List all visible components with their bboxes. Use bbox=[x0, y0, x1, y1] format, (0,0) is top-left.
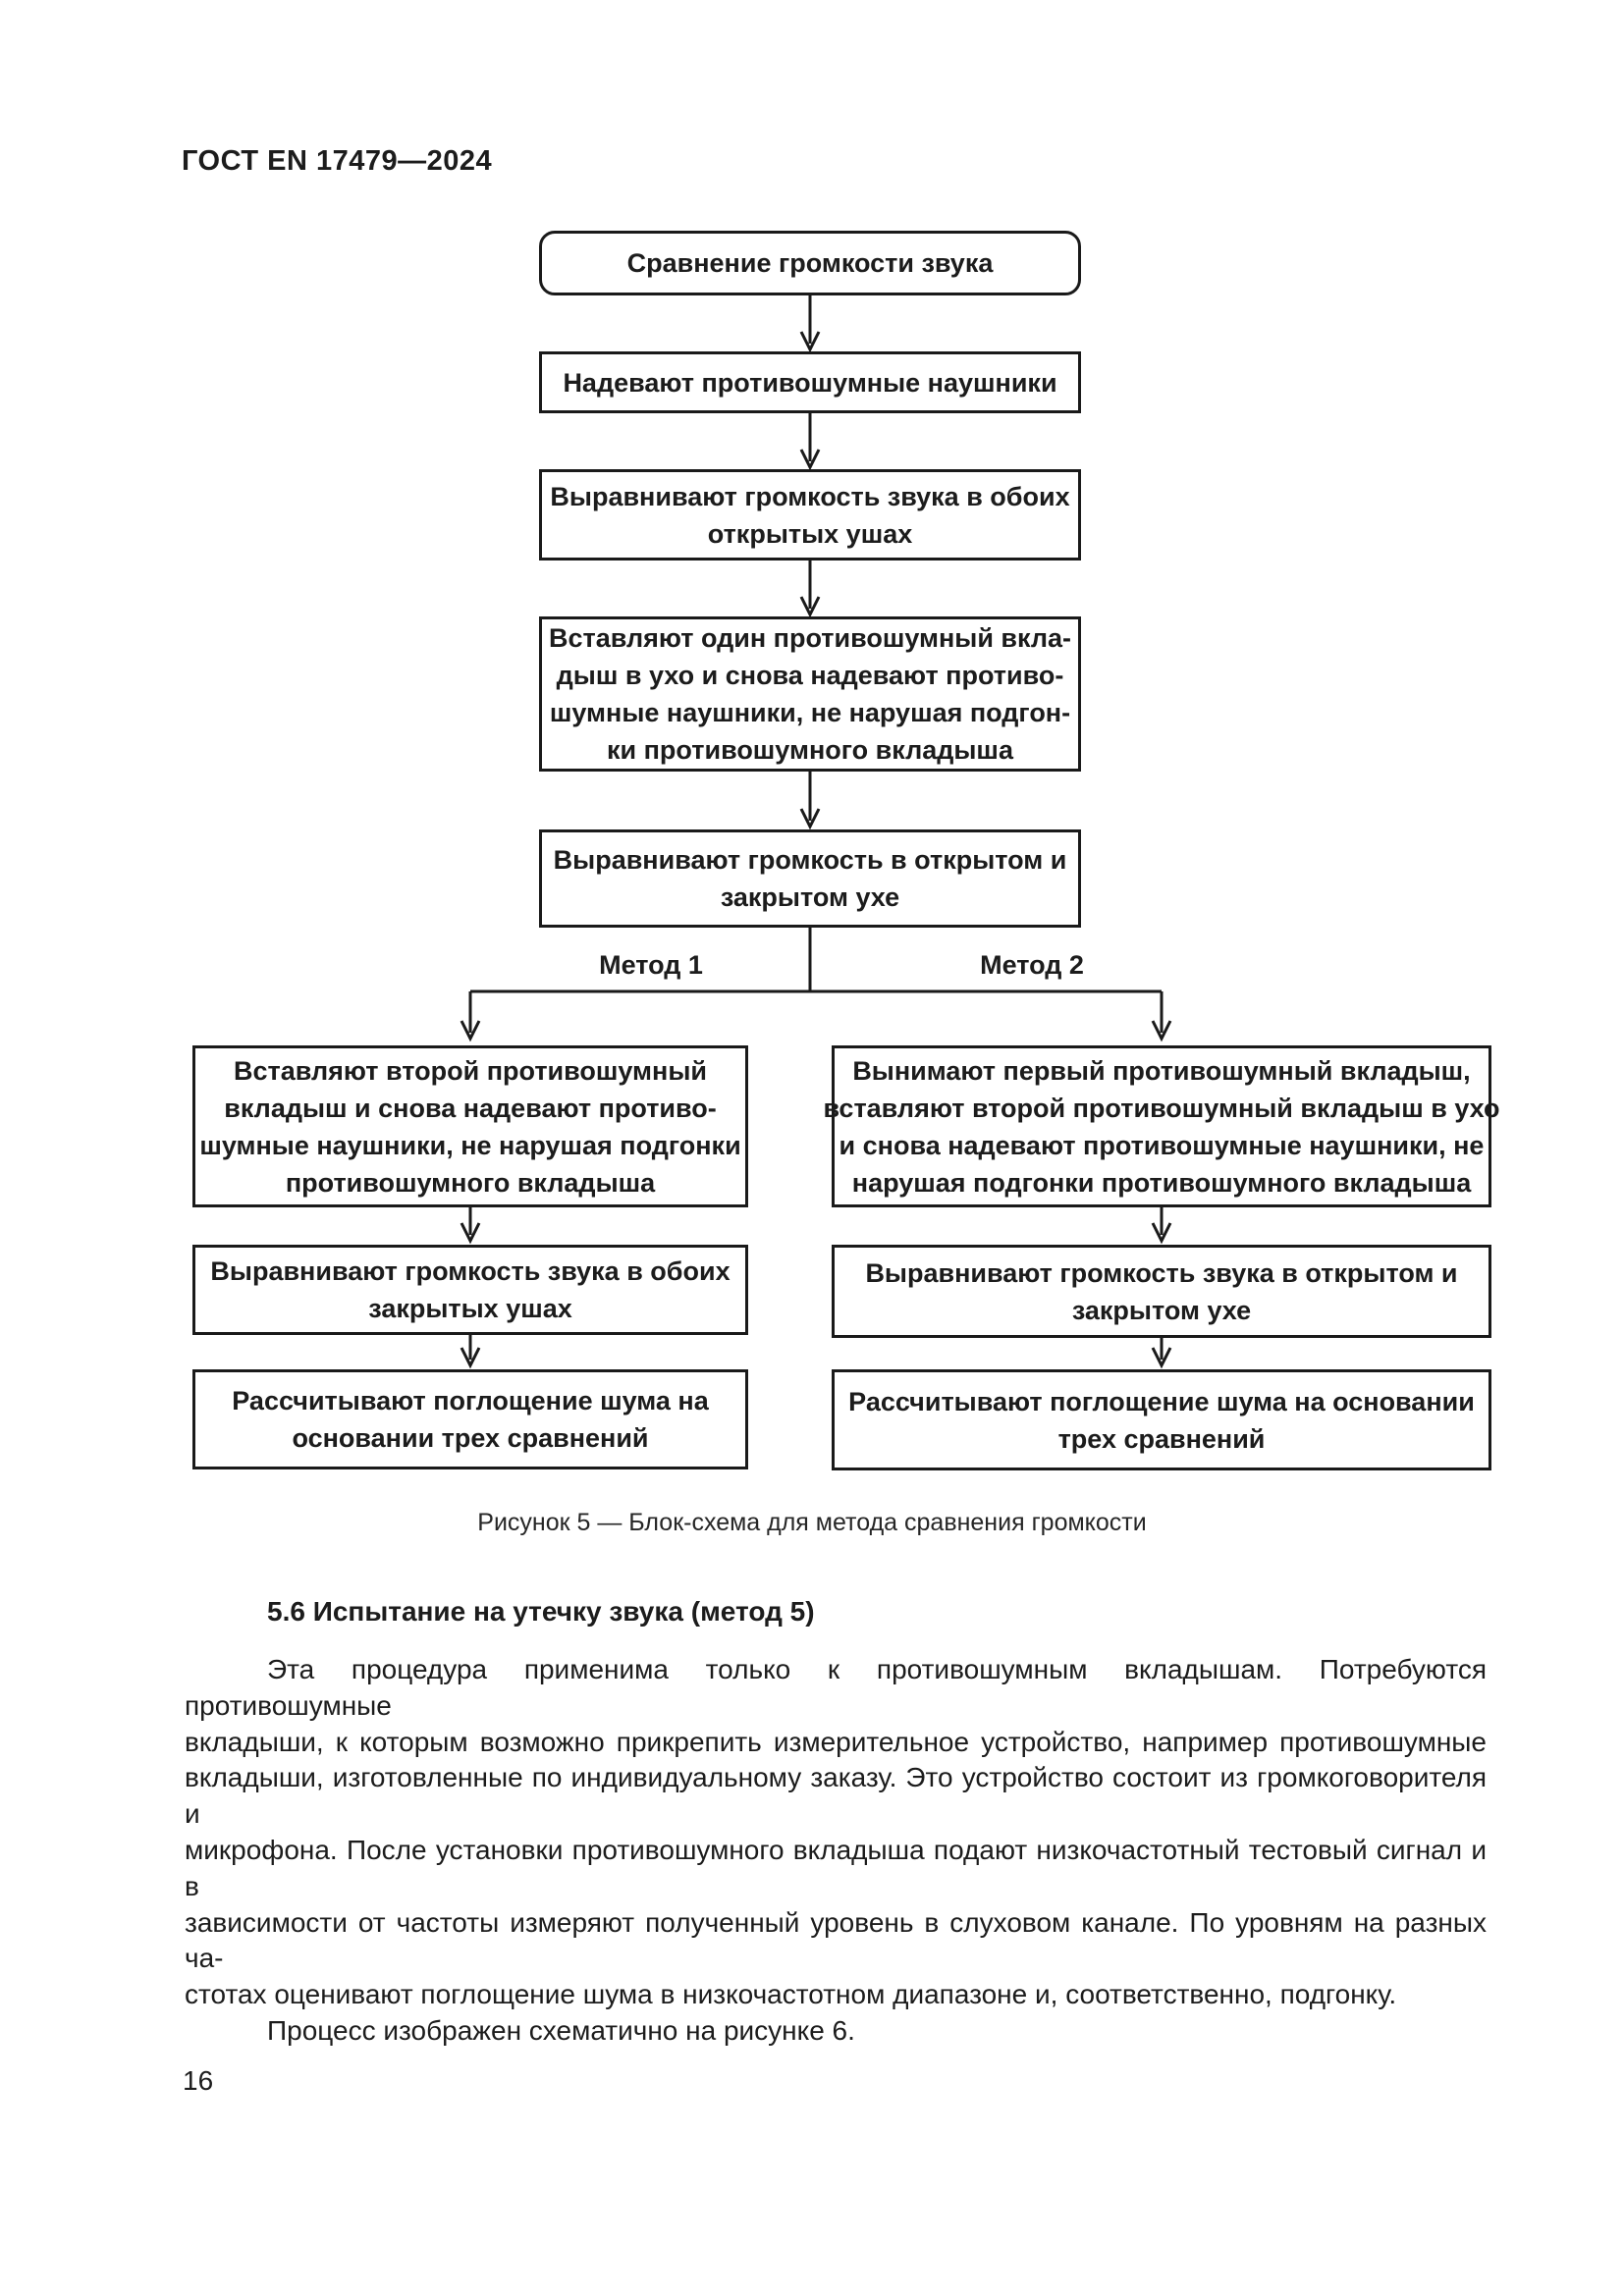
flowchart-box-m1-insert-second-earplug: Вставляют второй противошумный вкладыш и… bbox=[192, 1045, 748, 1207]
box-text-line: открытых ушах bbox=[707, 518, 913, 549]
box-text-line: и снова надевают противошумные наушники,… bbox=[839, 1130, 1485, 1160]
arrowhead-icon bbox=[460, 1347, 481, 1369]
box-text-line: Выравнивают громкость звука в открытом и bbox=[865, 1257, 1458, 1288]
paragraph-line: Эта процедура применима только к противо… bbox=[185, 1654, 1487, 1721]
box-text-line: вкладыш и снова надевают противо- bbox=[224, 1093, 717, 1123]
arrowhead-icon bbox=[460, 1222, 481, 1245]
paragraph-line: стотах оценивают поглощение шума в низко… bbox=[185, 1979, 1397, 2010]
box-text-line: ки противошумного вкладыша bbox=[607, 735, 1013, 765]
flowchart-box-m1-equalize-closed-ears: Выравнивают громкость звука в обоих закр… bbox=[192, 1245, 748, 1335]
box-text-line: Рассчитывают поглощение шума на основани… bbox=[848, 1386, 1475, 1416]
box-text-line: Выравнивают громкость звука в обоих bbox=[210, 1256, 731, 1286]
arrowhead-icon bbox=[799, 449, 821, 471]
box-text-line: Выравнивают громкость в открытом и bbox=[553, 845, 1067, 875]
arrowhead-icon bbox=[1151, 1020, 1172, 1042]
flowchart-box-m2-swap-earplug: Вынимают первый противошумный вкладыш, в… bbox=[824, 1045, 1500, 1207]
box-text-line: основании трех сравнений bbox=[292, 1423, 649, 1453]
flowchart-box-m2-calculate-attenuation: Рассчитывают поглощение шума на основани… bbox=[832, 1369, 1491, 1470]
page-number: 16 bbox=[183, 2065, 214, 2096]
box-text-line: закрытом ухе bbox=[1071, 1295, 1252, 1325]
box-text-line: шумные наушники, не нарушая подгон- bbox=[549, 698, 1071, 727]
flowchart-box-compare-loudness: Сравнение громкости звука bbox=[539, 231, 1081, 295]
box-text-line: трех сравнений bbox=[1057, 1423, 1266, 1454]
arrowhead-icon bbox=[799, 331, 821, 353]
box-text-line: противошумного вкладыша bbox=[285, 1167, 656, 1198]
box-text-line: закрытом ухе bbox=[720, 882, 900, 912]
paragraph-line: Процесс изображен схематично на рисунке … bbox=[267, 2014, 855, 2046]
method1-label: Метод 1 bbox=[599, 950, 703, 980]
flowchart-box-equalize-open-closed: Выравнивают громкость в открытом и закры… bbox=[539, 829, 1081, 928]
box-text-line: Выравнивают громкость звука в обоих bbox=[550, 481, 1070, 511]
arrowhead-icon bbox=[799, 596, 821, 618]
arrowhead-icon bbox=[1151, 1222, 1172, 1245]
box-text-line: закрытых ушах bbox=[368, 1294, 572, 1323]
box-text-line: дыш в ухо и снова надевают противо- bbox=[556, 661, 1064, 690]
box-text-line: вставляют второй противошумный вкладыш в… bbox=[823, 1093, 1500, 1123]
body-paragraphs: Эта процедура применима только к противо… bbox=[185, 1652, 1487, 2050]
box-text-line: Сравнение громкости звука bbox=[626, 248, 994, 278]
box-text-line: шумные наушники, не нарушая подгонки bbox=[199, 1130, 741, 1160]
document-header-title: ГОСТ EN 17479—2024 bbox=[182, 145, 493, 177]
paragraph-line: вкладыши, изготовленные по индивидуально… bbox=[185, 1762, 1487, 1830]
flowchart-box-put-on-earmuffs: Надевают противошумные наушники bbox=[539, 351, 1081, 413]
arrowhead-icon bbox=[460, 1020, 481, 1042]
figure-caption: Рисунок 5 — Блок-схема для метода сравне… bbox=[477, 1509, 1147, 1536]
box-text-line: Надевают противошумные наушники bbox=[563, 367, 1057, 398]
section-heading: 5.6 Испытание на утечку звука (метод 5) bbox=[267, 1596, 815, 1627]
paragraph-line: вкладыши, к которым возможно прикрепить … bbox=[185, 1726, 1487, 1757]
paragraph-line: зависимости от частоты измеряют полученн… bbox=[185, 1906, 1487, 1974]
box-text-line: Вставляют второй противошумный bbox=[234, 1055, 707, 1086]
box-text-line: Вынимают первый противошумный вкладыш, bbox=[852, 1055, 1471, 1086]
box-text-line: Вставляют один противошумный вкла- bbox=[548, 623, 1072, 653]
flowchart-box-insert-one-earplug: Вставляют один противошумный вкла- дыш в… bbox=[539, 616, 1081, 772]
arrowhead-icon bbox=[1151, 1347, 1172, 1369]
paragraph-line: микрофона. После установки противошумног… bbox=[185, 1834, 1487, 1901]
box-text-line: Рассчитывают поглощение шума на bbox=[232, 1386, 709, 1415]
flowchart-box-equalize-open-ears: Выравнивают громкость звука в обоих откр… bbox=[539, 469, 1081, 561]
flowchart-box-m1-calculate-attenuation: Рассчитывают поглощение шума на основани… bbox=[192, 1369, 748, 1469]
arrowhead-icon bbox=[799, 808, 821, 830]
box-text-line: нарушая подгонки противошумного вкладыша bbox=[851, 1167, 1472, 1198]
flowchart-box-m2-equalize-open-closed: Выравнивают громкость звука в открытом и… bbox=[832, 1245, 1491, 1338]
flowchart-connectors bbox=[460, 295, 1172, 1369]
method2-label: Метод 2 bbox=[980, 950, 1084, 980]
